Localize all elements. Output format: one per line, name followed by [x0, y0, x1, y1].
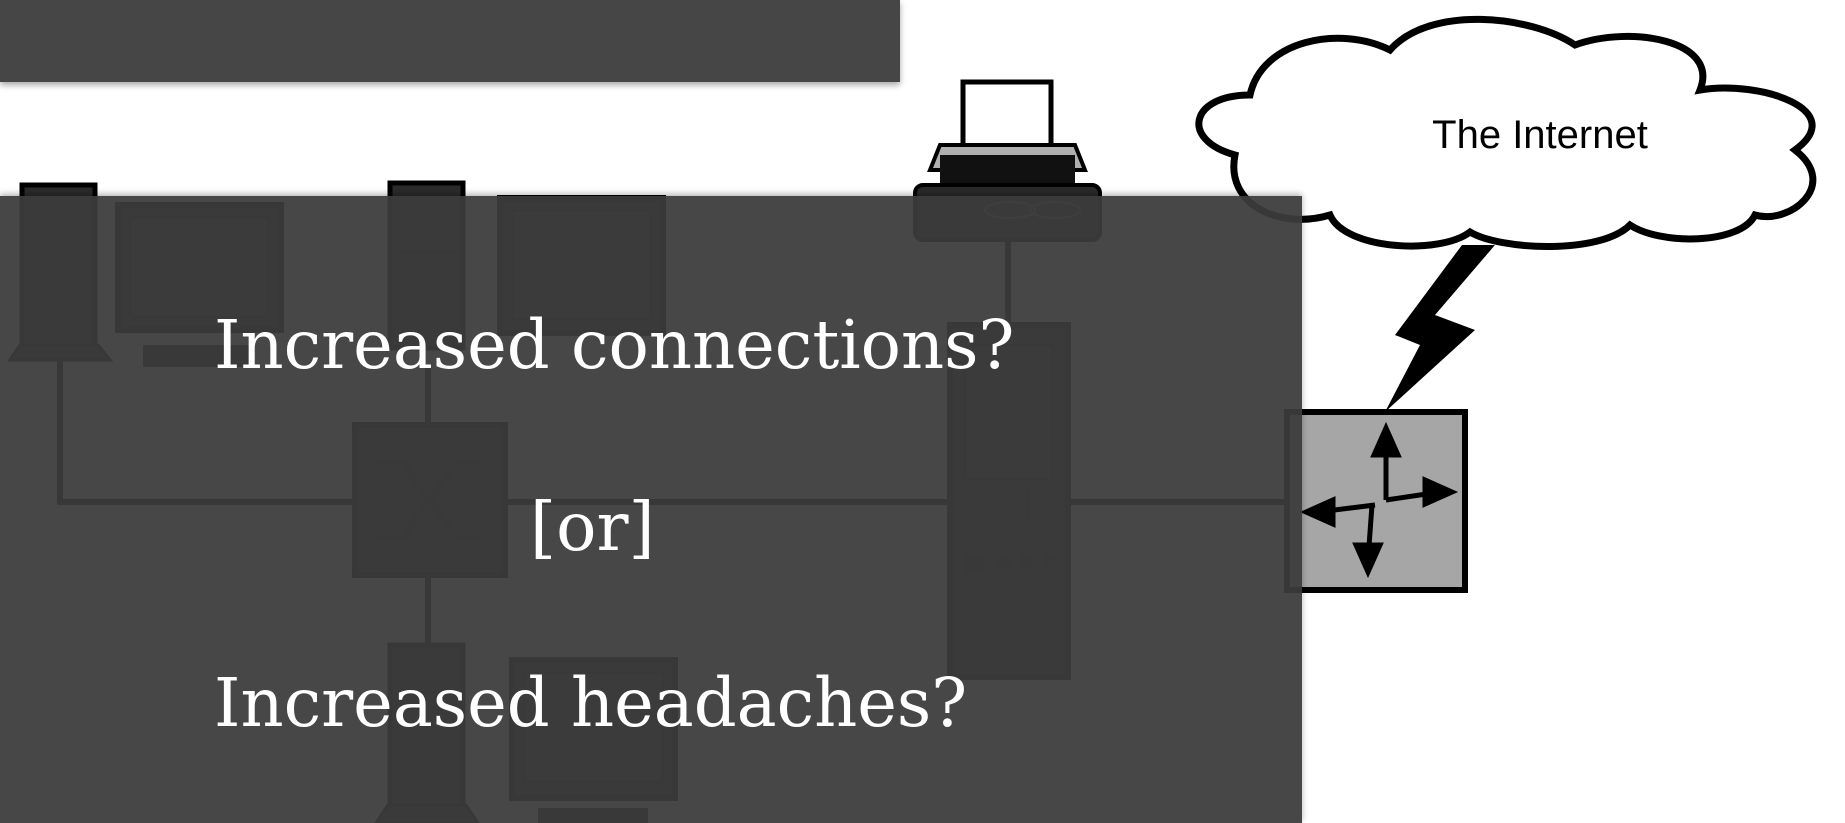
router — [1287, 412, 1465, 590]
top-banner — [0, 0, 900, 82]
lightning-bolt-icon — [1385, 245, 1495, 412]
or-separator: [or] — [530, 494, 655, 561]
question-headaches: Increased headaches? — [214, 670, 967, 737]
question-connections: Increased connections? — [214, 312, 1014, 379]
cloud-label: The Internet — [1432, 113, 1648, 157]
